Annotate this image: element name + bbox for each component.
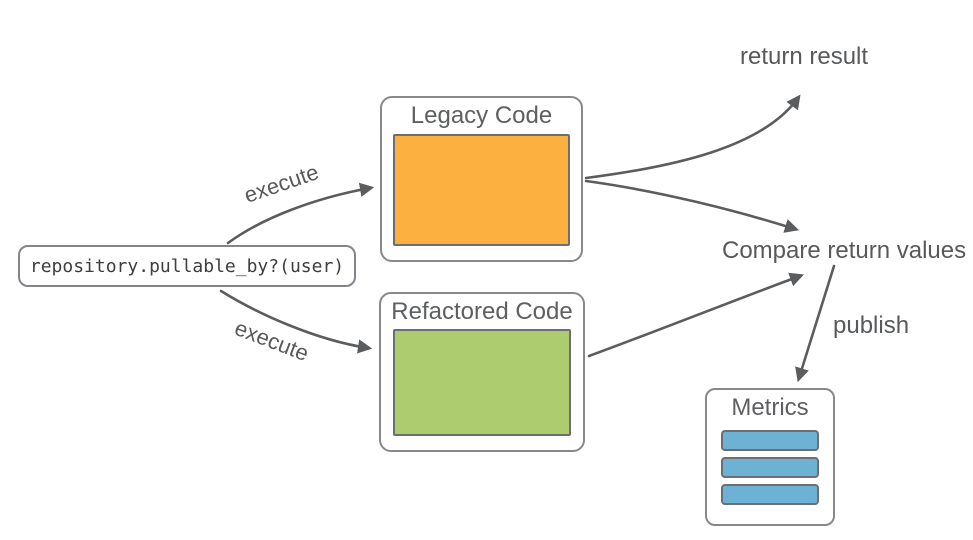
- metric-bar: [721, 457, 819, 478]
- arrow-publish-to-metrics: [795, 264, 836, 383]
- refactored-code-title: Refactored Code: [391, 298, 573, 325]
- refactored-code-block: [393, 329, 571, 436]
- code-call-text: repository.pullable_by?(user): [29, 255, 345, 277]
- metric-bar: [721, 430, 819, 451]
- refactored-code-node: Refactored Code: [379, 292, 585, 452]
- arrow-legacy-to-return-result: [584, 94, 801, 180]
- execute-label-top: execute: [240, 159, 322, 208]
- metrics-node: Metrics: [705, 388, 835, 526]
- legacy-code-block: [393, 134, 570, 246]
- metrics-bars: [721, 430, 819, 505]
- publish-label: publish: [833, 312, 910, 339]
- compare-return-values-label: Compare return values: [722, 237, 967, 264]
- arrow-legacy-to-compare: [584, 179, 800, 233]
- code-call-box: repository.pullable_by?(user): [18, 245, 356, 287]
- legacy-code-node: Legacy Code: [380, 96, 583, 262]
- metric-bar: [721, 484, 819, 505]
- arrow-refactored-to-compare: [587, 272, 805, 358]
- return-result-label: return result: [740, 43, 869, 70]
- metrics-title: Metrics: [731, 394, 809, 421]
- legacy-code-title: Legacy Code: [410, 102, 553, 129]
- execute-label-bottom: execute: [231, 315, 313, 367]
